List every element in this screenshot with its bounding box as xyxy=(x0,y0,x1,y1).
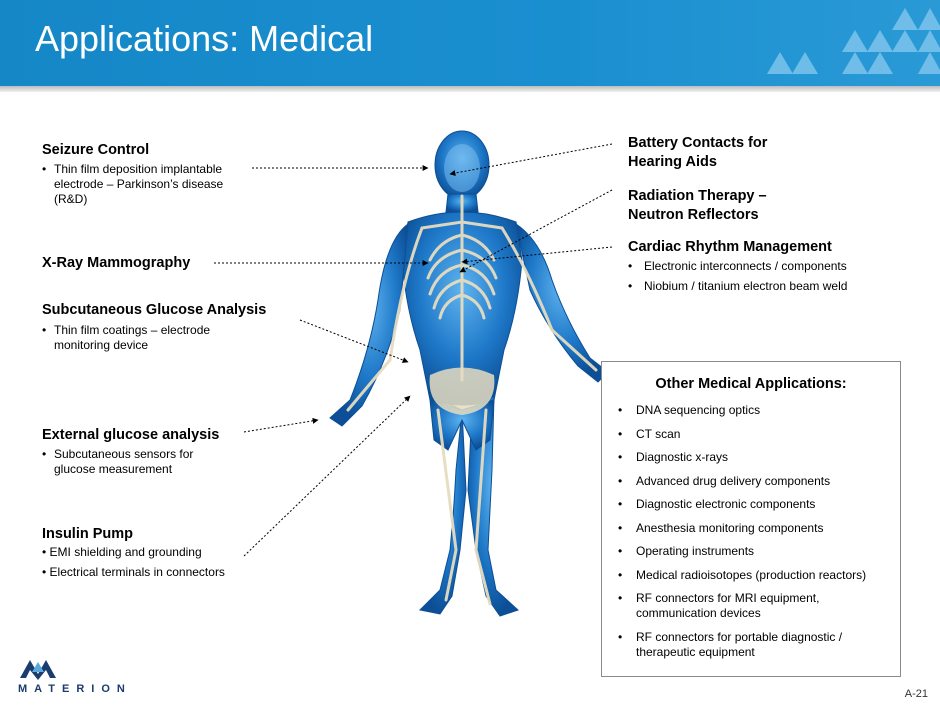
pelvis xyxy=(429,367,495,415)
skull xyxy=(444,144,480,192)
materion-logo-icon xyxy=(18,658,58,680)
external-glucose-bullets: •Subcutaneous sensors for glucose measur… xyxy=(42,447,194,476)
subcutaneous-glucose-title: Subcutaneous Glucose Analysis xyxy=(42,302,267,318)
list-item: •Diagnostic electronic components xyxy=(618,497,816,511)
seizure-bullet-2: electrode – Parkinson’s disease xyxy=(54,177,224,191)
list-item-continuation: therapeutic equipment xyxy=(636,644,755,659)
list-item: •RF connectors for MRI equipment, xyxy=(618,591,820,605)
glucose-ext-bullet-1: Subcutaneous sensors for xyxy=(54,447,194,461)
glucose-sub-bullet-1: Thin film coatings – electrode xyxy=(54,323,211,337)
human-body-illustration xyxy=(329,130,609,617)
subcutaneous-glucose-bullets: •Thin film coatings – electrode monitori… xyxy=(42,323,211,352)
other-applications-title: Other Medical Applications: xyxy=(655,376,847,392)
external-glucose-title: External glucose analysis xyxy=(42,427,220,443)
list-item: •RF connectors for portable diagnostic / xyxy=(618,629,843,644)
list-item: •Diagnostic x-rays xyxy=(618,450,729,464)
cardiac-rhythm-title: Cardiac Rhythm Management xyxy=(628,239,832,255)
list-item: •Anesthesia monitoring components xyxy=(618,520,824,535)
xray-mammography-title: X-Ray Mammography xyxy=(42,255,191,271)
list-item-continuation: communication devices xyxy=(636,606,761,620)
materion-wordmark: MATERION xyxy=(18,683,132,695)
list-item: •CT scan xyxy=(618,426,681,441)
glucose-ext-bullet-2: glucose measurement xyxy=(54,462,173,476)
seizure-bullet-1: Thin film deposition implantable xyxy=(54,162,223,176)
page-title: Applications: Medical xyxy=(35,18,374,59)
list-item: •DNA sequencing optics xyxy=(618,403,761,417)
other-applications-box: Other Medical Applications: •DNA sequenc… xyxy=(601,361,901,677)
seizure-control-bullets: •Thin film deposition implantable electr… xyxy=(42,162,224,206)
radiation-therapy-title-2: Neutron Reflectors xyxy=(628,207,759,223)
other-applications-list: •DNA sequencing optics •CT scan •Diagnos… xyxy=(618,403,866,660)
list-item: •Medical radioisotopes (production react… xyxy=(618,567,867,582)
triangle-pattern-icon xyxy=(767,8,940,74)
cardiac-bullet-2: Niobium / titanium electron beam weld xyxy=(644,279,848,293)
skeleton xyxy=(346,194,598,606)
battery-contacts-title-1: Battery Contacts for xyxy=(628,135,768,151)
insulin-pump-title: Insulin Pump xyxy=(42,526,134,542)
list-item: •Advanced drug delivery components xyxy=(618,473,831,488)
seizure-control-title: Seizure Control xyxy=(42,142,150,158)
glucose-sub-bullet-2: monitoring device xyxy=(54,338,149,352)
header-divider xyxy=(0,86,940,92)
cardiac-bullet-1: Electronic interconnects / components xyxy=(644,259,847,273)
cardiac-rhythm-bullets: •Electronic interconnects / components •… xyxy=(628,259,848,293)
seizure-bullet-3: (R&D) xyxy=(54,192,88,206)
insulin-line-2: • Electrical terminals in connectors xyxy=(42,565,225,579)
battery-contacts-title-2: Hearing Aids xyxy=(628,154,717,170)
page-number: A-21 xyxy=(904,688,928,700)
insulin-line-1: • EMI shielding and grounding xyxy=(42,545,202,559)
list-item: •Operating instruments xyxy=(618,544,755,558)
radiation-therapy-title-1: Radiation Therapy – xyxy=(628,188,767,204)
